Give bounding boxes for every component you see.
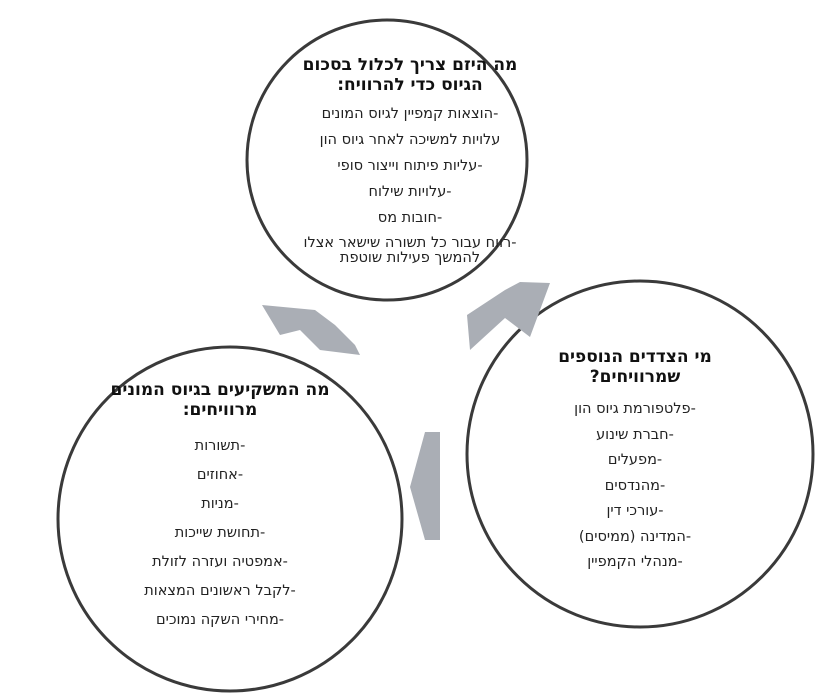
left-bubble-list: -תשורות -אחוזים -מניות -תחושת שייכות -אמ… [95, 432, 345, 635]
list-item: -חובות מס [377, 210, 443, 226]
list-item: -אמפטיה ועזרה לזולת [152, 554, 288, 570]
list-item: -מהנדסים [604, 477, 666, 494]
list-item: -תחושת שייכות [174, 525, 266, 541]
list-item: -עורכי דין [606, 503, 664, 519]
list-item: -פלטפורמת גיוס הון [574, 401, 696, 417]
list-item: -רווח עבור כל תשורה שישאר אצלו להמשך פעי… [303, 235, 517, 266]
arrow-right-to-left [410, 432, 440, 540]
list-item: -חברת שינוע [596, 426, 674, 443]
left-bubble-text: מה המשקיעים בגיוס המונים מרוויחים: -תשור… [95, 380, 345, 635]
arrow-top-to-right [467, 282, 550, 350]
list-item: -תשורות [194, 438, 246, 454]
left-circle [56, 345, 404, 693]
list-item: -מניות [201, 496, 239, 512]
list-item: -הוצאות קמפיין לגיוס המונים [321, 106, 499, 122]
top-bubble-title: מה היזם צריך לכלול בסכום הגיוס כדי להרוו… [302, 55, 518, 95]
top-bubble-list: -הוצאות קמפיין לגיוס המונים עלויות למשיכ… [285, 101, 535, 266]
right-bubble-title: מי הצדדים הנוספים שמרוויחים? [558, 347, 712, 387]
left-bubble-title: מה המשקיעים בגיוס המונים מרוויחים: [110, 380, 330, 420]
list-item: -מנהלי הקמפיין [587, 554, 683, 570]
list-item: -עלויות שילוח [368, 184, 452, 200]
right-circle [465, 279, 815, 629]
list-item: -עליות פיתוח וייצור סופי [337, 158, 483, 174]
list-item: -מחירי השקה נמוכים [155, 612, 285, 628]
right-bubble-list: -פלטפורמת גיוס הון -חברת שינוע -מפעלים -… [535, 397, 735, 576]
list-item: עלויות למשיכה לאחר גיוס הון [319, 132, 501, 148]
top-bubble-text: מה היזם צריך לכלול בסכום הגיוס כדי להרוו… [285, 55, 535, 266]
right-bubble-text: מי הצדדים הנוספים שמרוויחים? -פלטפורמת ג… [535, 347, 735, 576]
list-item: -המדינה (ממיסים) [578, 528, 692, 545]
list-item: -מפעלים [607, 452, 663, 468]
arrow-left-to-top [262, 305, 360, 355]
list-item: -לקבל ראשונים המצאות [144, 583, 296, 599]
list-item: -אחוזים [196, 467, 244, 483]
top-circle [245, 18, 529, 302]
